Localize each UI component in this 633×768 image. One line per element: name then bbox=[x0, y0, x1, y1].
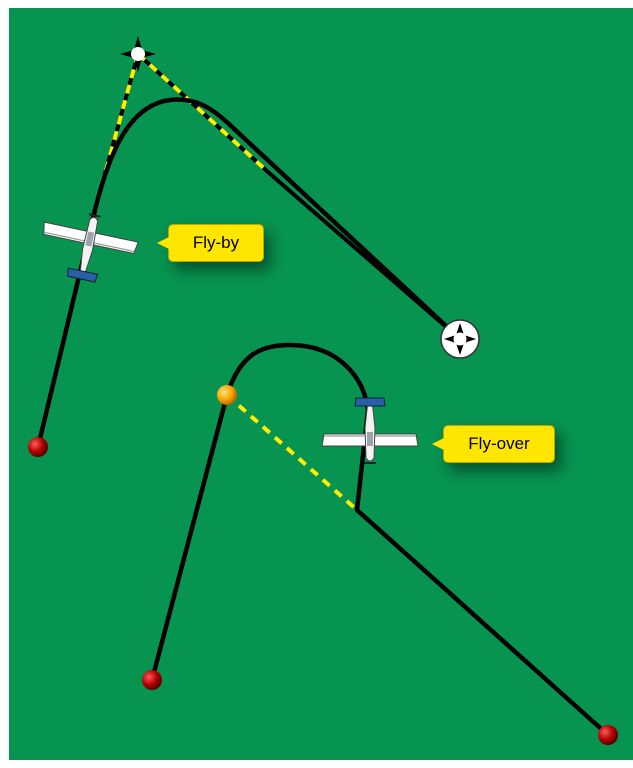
fly-over-track bbox=[149, 342, 611, 738]
fly-by-waypoint-icon bbox=[120, 36, 156, 72]
fly-over-waypoint-icon bbox=[440, 319, 480, 359]
fly-over-route bbox=[142, 342, 618, 745]
fly-by-start-point bbox=[28, 437, 48, 457]
fly-by-direct-leg-dashes bbox=[93, 52, 270, 211]
diagram-background bbox=[9, 8, 633, 760]
fly-over-direct-leg bbox=[225, 393, 359, 512]
fly-by-aircraft-icon bbox=[33, 203, 143, 290]
fly-by-callout: Fly-by bbox=[157, 224, 264, 262]
fly-over-aircraft-icon bbox=[321, 397, 419, 465]
fly-over-turn-point bbox=[217, 385, 237, 405]
fly-by-track bbox=[35, 97, 463, 450]
fly-by-route bbox=[28, 36, 480, 457]
fly-over-start-point bbox=[142, 670, 162, 690]
fly-by-label: Fly-by bbox=[192, 233, 240, 252]
fly-over-callout: Fly-over bbox=[432, 425, 555, 463]
fly-over-label: Fly-over bbox=[468, 434, 530, 453]
fly-over-end-point bbox=[598, 725, 618, 745]
